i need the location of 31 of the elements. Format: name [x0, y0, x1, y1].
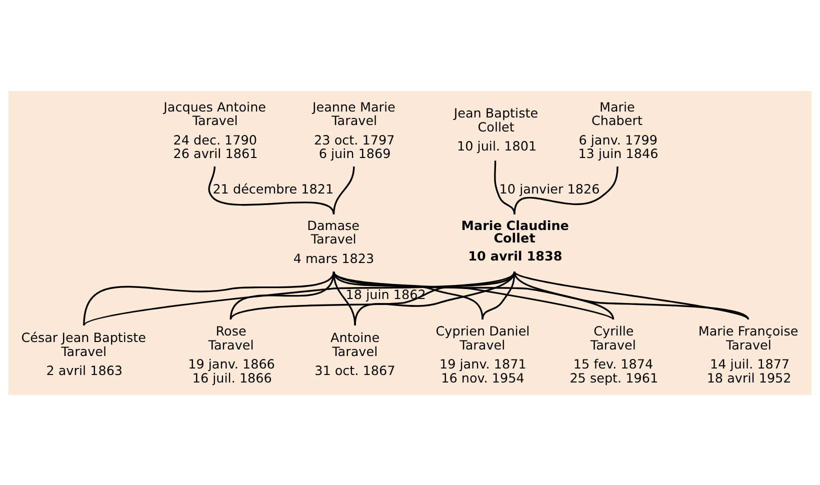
node-text: Marie Françoise Taravel 14 juil. 1877 18 avril 1952	[698, 324, 798, 386]
connector	[230, 271, 335, 320]
edge-label: 18 juin 1862	[346, 287, 426, 302]
node-text: Jean Baptiste Collet 10 juil. 1801	[454, 106, 538, 154]
node-text: Antoine Taravel 31 oct. 1867	[314, 330, 396, 378]
node-text: Cyrille Taravel 15 fev. 1874 25 sept. 1961	[570, 324, 658, 386]
connector	[333, 270, 749, 320]
node-text: Marie Claudine Collet 10 avril 1838	[461, 218, 569, 264]
connector	[514, 270, 749, 320]
connector	[354, 270, 516, 325]
connector	[208, 166, 335, 214]
node-text: César Jean Baptiste Taravel 2 avril 1863	[21, 330, 146, 378]
connector	[83, 270, 516, 326]
connector	[482, 271, 516, 320]
connector	[332, 270, 484, 320]
connector	[494, 160, 516, 214]
connector	[514, 270, 614, 320]
node-text: Rose Taravel 19 janv. 1866 16 juil. 1866	[188, 324, 275, 386]
connector	[333, 270, 614, 320]
connector	[83, 270, 335, 325]
connector	[332, 271, 356, 325]
node-text: Jacques Antoine Taravel 24 dec. 1790 26 avril 1861	[164, 100, 266, 162]
node-text: Marie Chabert 6 janv. 1799 13 juin 1846	[578, 100, 658, 162]
node-text: Damase Taravel 4 mars 1823	[293, 218, 374, 266]
connector	[230, 270, 516, 320]
edge-label: 10 janvier 1826	[499, 182, 600, 198]
node-text: Cyprien Daniel Taravel 19 janv. 1871 16 nov. 1954	[436, 324, 530, 386]
node-text: Jeanne Marie Taravel 23 oct. 1797 6 juin 1869	[312, 100, 396, 162]
connector	[332, 166, 355, 214]
connector	[514, 166, 618, 214]
edge-label: 21 décembre 1821	[212, 182, 334, 198]
